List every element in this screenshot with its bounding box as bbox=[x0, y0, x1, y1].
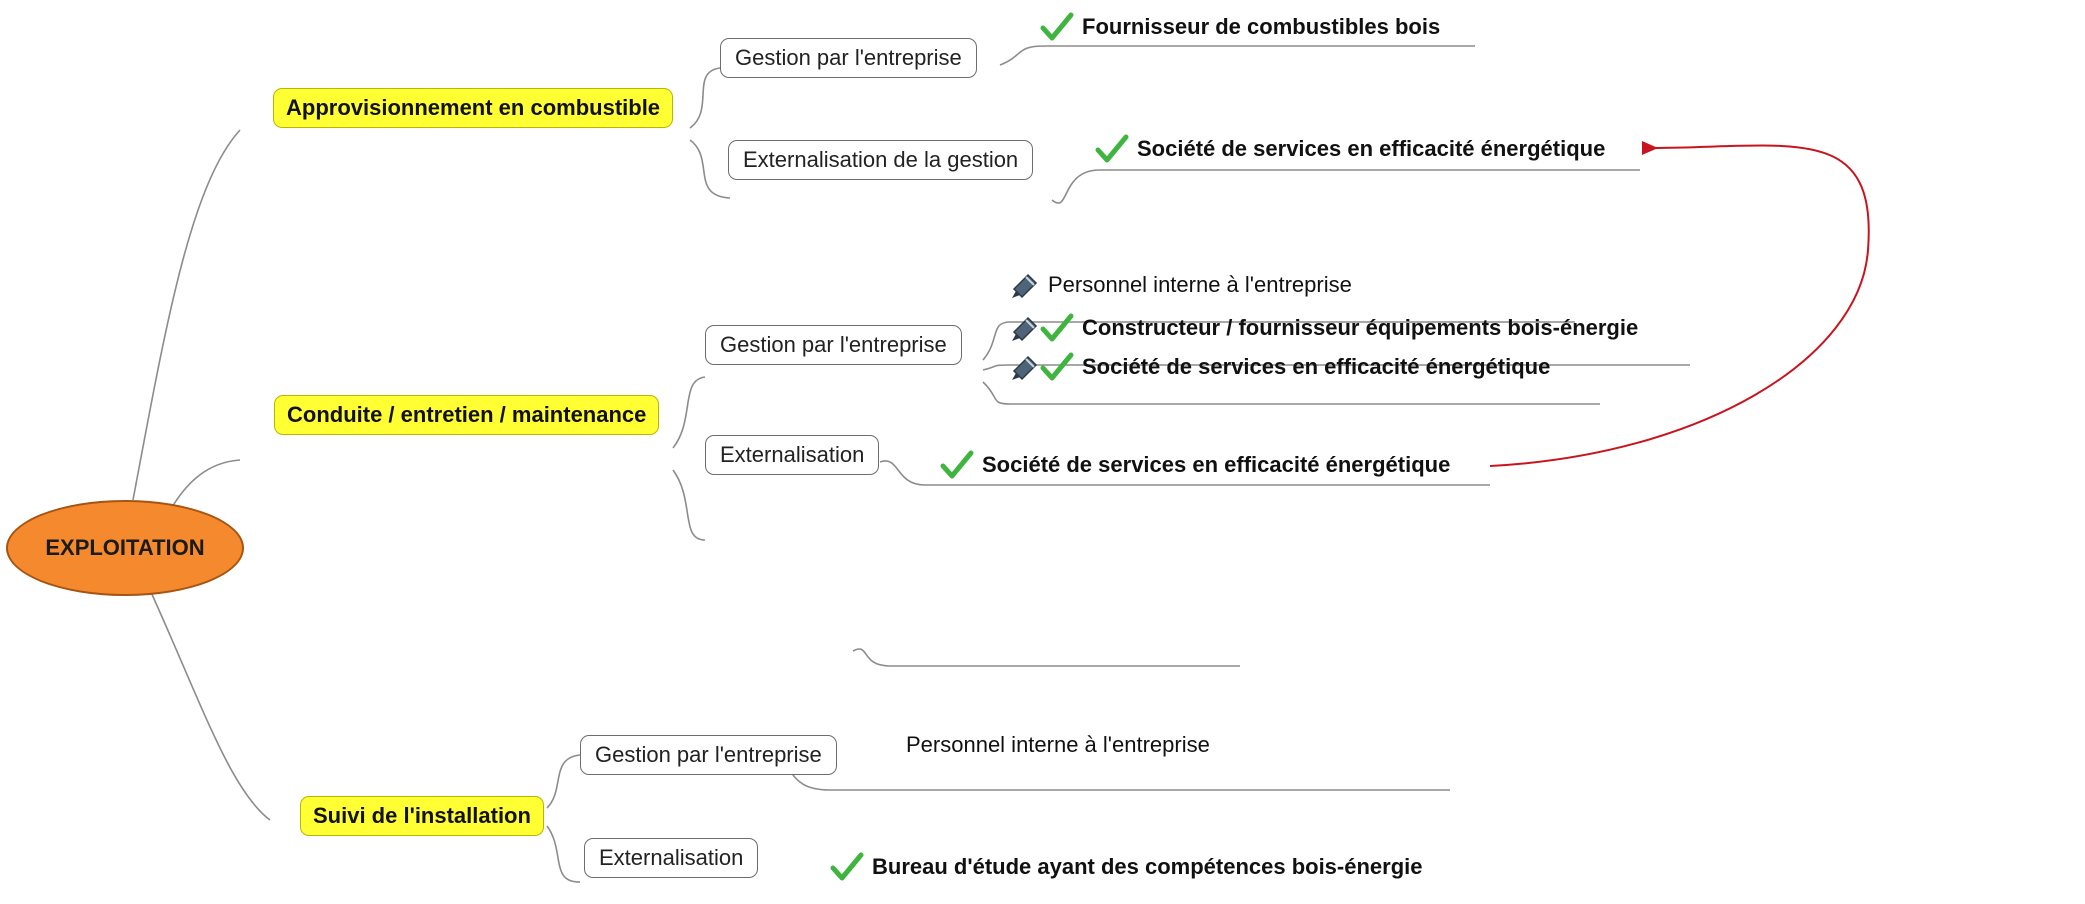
sub-conduite-gestion[interactable]: Gestion par l'entreprise bbox=[705, 325, 962, 365]
leaf-label: Bureau d'étude ayant des compétences boi… bbox=[872, 854, 1423, 879]
branch-label: Conduite / entretien / maintenance bbox=[287, 402, 647, 427]
check-icon bbox=[1095, 134, 1129, 163]
leaf-label: Société de services en efficacité énergé… bbox=[1082, 354, 1551, 379]
connector-suivi-externalisation bbox=[546, 825, 581, 883]
leaf-conduite-externalisation-1[interactable]: Société de services en efficacité énergé… bbox=[940, 448, 1450, 482]
pencil-note-icon bbox=[1012, 355, 1038, 381]
sub-label: Externalisation bbox=[599, 845, 744, 870]
leaf-suivi-gestion-1[interactable]: Personnel interne à l'entreprise bbox=[898, 728, 1210, 762]
branch-suivi[interactable]: Suivi de l'installation bbox=[300, 796, 544, 836]
check-icon bbox=[1040, 313, 1074, 342]
leaf-label: Personnel interne à l'entreprise bbox=[1048, 272, 1352, 297]
sub-label: Gestion par l'entreprise bbox=[720, 332, 947, 357]
connector-conduite-externalisation-leaf1 bbox=[879, 460, 1490, 486]
leaf-label: Société de services en efficacité énergé… bbox=[982, 452, 1451, 477]
relation-arrow bbox=[1489, 141, 1870, 467]
connector-conduite-externalisation bbox=[672, 469, 706, 541]
check-icon bbox=[1040, 352, 1074, 381]
connector-conduite-gestion-leaf3 bbox=[982, 381, 1600, 405]
check-icon bbox=[1040, 12, 1074, 41]
sub-suivi-externalisation[interactable]: Externalisation bbox=[584, 838, 759, 878]
leaf-appro-gestion-1[interactable]: Fournisseur de combustibles bois bbox=[1040, 10, 1440, 44]
check-icon bbox=[830, 852, 864, 881]
connector-suivi-gestion-leaf1 bbox=[852, 648, 1240, 667]
leaf-label: Constructeur / fournisseur équipements b… bbox=[1082, 315, 1639, 340]
root-node[interactable]: EXPLOITATION bbox=[6, 500, 244, 596]
branch-approvisionnement[interactable]: Approvisionnement en combustible bbox=[273, 88, 674, 128]
connector-conduite-gestion-leaf1 bbox=[982, 321, 1575, 361]
sub-label: Externalisation de la gestion bbox=[743, 147, 1019, 172]
connector-appro-gestion-leaf1 bbox=[999, 45, 1475, 66]
connector-appro-gestion bbox=[689, 67, 721, 129]
sub-label: Gestion par l'entreprise bbox=[595, 742, 822, 767]
connector-conduite-gestion-leaf2 bbox=[982, 364, 1690, 371]
connector-conduite-gestion bbox=[672, 376, 706, 449]
sub-suivi-gestion[interactable]: Gestion par l'entreprise bbox=[580, 735, 837, 775]
pencil-note-icon bbox=[1012, 273, 1038, 299]
sub-conduite-externalisation[interactable]: Externalisation bbox=[705, 435, 880, 475]
sub-appro-gestion[interactable]: Gestion par l'entreprise bbox=[720, 38, 977, 78]
leaf-label: Personnel interne à l'entreprise bbox=[906, 732, 1210, 757]
sub-label: Externalisation bbox=[720, 442, 865, 467]
leaf-suivi-externalisation-1[interactable]: Bureau d'étude ayant des compétences boi… bbox=[830, 850, 1423, 884]
connector-appro-externalisation-leaf1 bbox=[1051, 169, 1640, 204]
pencil-note-icon bbox=[1012, 316, 1038, 342]
connector-appro-externalisation bbox=[689, 139, 731, 199]
leaf-conduite-gestion-3[interactable]: Société de services en efficacité énergé… bbox=[1010, 350, 1550, 384]
leaf-conduite-gestion-1[interactable]: Personnel interne à l'entreprise bbox=[1010, 268, 1352, 302]
leaf-label: Société de services en efficacité énergé… bbox=[1137, 136, 1606, 161]
sub-label: Gestion par l'entreprise bbox=[735, 45, 962, 70]
leaf-appro-externalisation-1[interactable]: Société de services en efficacité énergé… bbox=[1095, 132, 1605, 166]
branch-label: Approvisionnement en combustible bbox=[286, 95, 661, 120]
sub-appro-externalisation[interactable]: Externalisation de la gestion bbox=[728, 140, 1034, 180]
connector-root-suivi bbox=[149, 589, 271, 821]
leaf-label: Fournisseur de combustibles bois bbox=[1082, 14, 1441, 39]
leaf-conduite-gestion-2[interactable]: Constructeur / fournisseur équipements b… bbox=[1010, 311, 1638, 345]
root-label: EXPLOITATION bbox=[45, 535, 205, 560]
connector-root-approvisionnement bbox=[132, 129, 241, 501]
branch-conduite[interactable]: Conduite / entretien / maintenance bbox=[274, 395, 660, 435]
check-icon bbox=[940, 450, 974, 479]
branch-label: Suivi de l'installation bbox=[313, 803, 531, 828]
connector-suivi-gestion bbox=[546, 754, 581, 809]
